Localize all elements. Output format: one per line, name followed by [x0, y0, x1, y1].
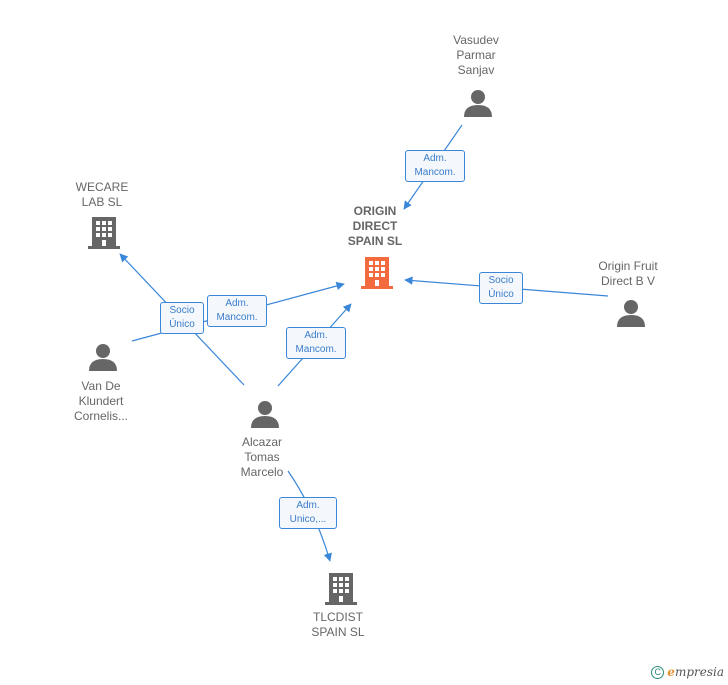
edge-label-vasudev-adm[interactable]: Adm. Mancom.	[405, 150, 465, 182]
person-icon[interactable]	[250, 400, 280, 428]
node-label-origin-fruit: Origin Fruit Direct B V	[598, 259, 658, 288]
node-label-origin-direct: ORIGIN DIRECT SPAIN SL	[347, 204, 403, 248]
company-building-icon[interactable]	[88, 215, 120, 249]
copyright-icon: C	[651, 665, 665, 679]
person-icon[interactable]	[463, 89, 493, 117]
edge-label-originfruit-socio[interactable]: Socio Único	[479, 272, 523, 304]
footer-brand: C empresia	[651, 665, 724, 679]
node-label-wecare: WECARE LAB SL	[75, 180, 129, 209]
node-label-van-de-klundert: Van De Klundert Cornelis...	[73, 379, 129, 423]
person-icon[interactable]	[88, 343, 118, 371]
node-label-vasudev: Vasudev Parmar Sanjav	[453, 33, 499, 77]
node-label-alcazar: Alcazar Tomas Marcelo	[240, 435, 284, 479]
edge-label-vandeklundert-adm[interactable]: Adm. Mancom.	[207, 295, 267, 327]
company-building-icon[interactable]	[325, 571, 357, 605]
edge-label-alcazar-tlcdist[interactable]: Adm. Unico,...	[279, 497, 337, 529]
node-label-tlcdist: TLCDIST SPAIN SL	[311, 610, 365, 639]
company-building-icon[interactable]	[361, 255, 393, 289]
brand-logo: empresia	[667, 665, 724, 679]
person-icon[interactable]	[616, 299, 646, 327]
edge-label-vandeklundert-socio[interactable]: Socio Único	[160, 302, 204, 334]
edge-label-alcazar-adm[interactable]: Adm. Mancom.	[286, 327, 346, 359]
